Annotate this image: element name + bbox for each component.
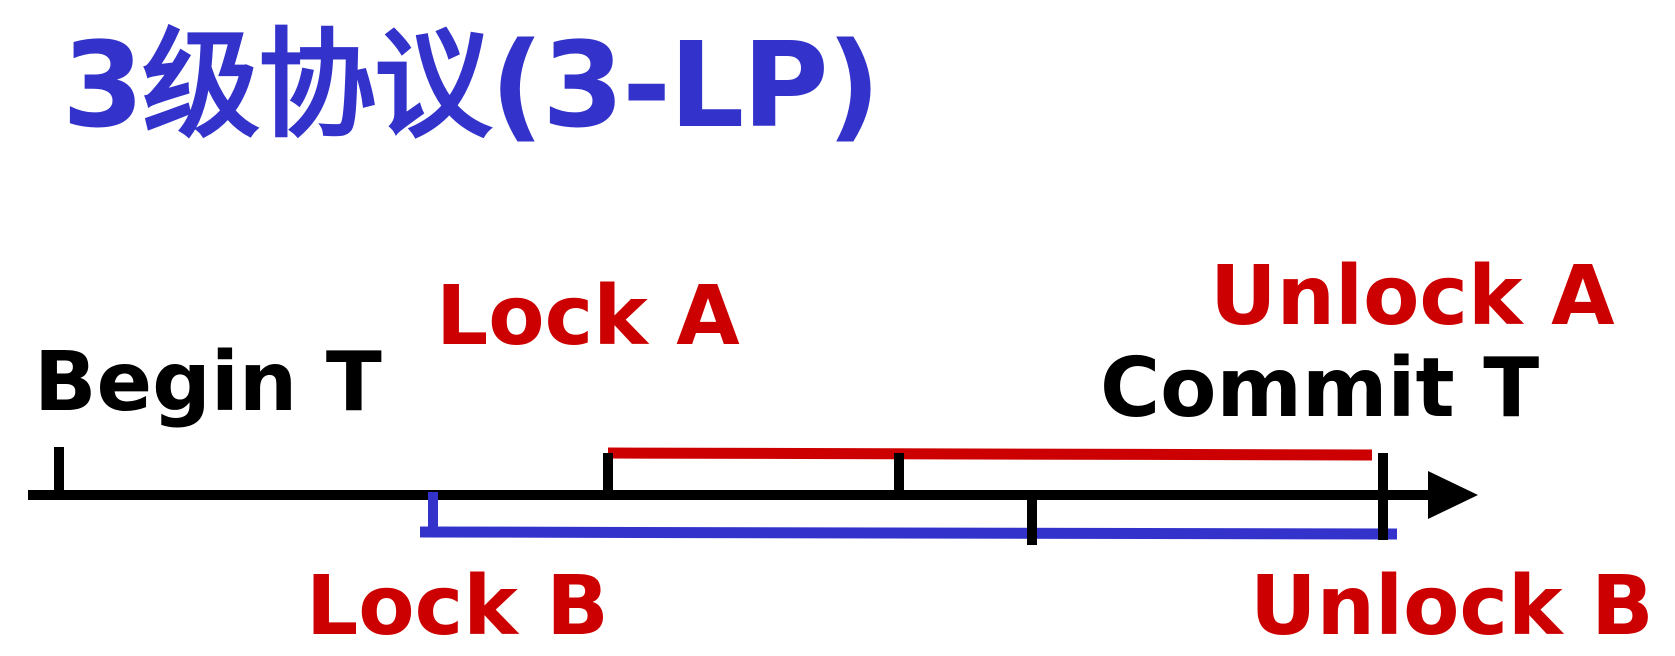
lock-a-label: Lock A [436,269,740,364]
lock-a-span [607,447,1373,461]
begin-t-label: Begin T [34,335,382,430]
timeline-arrowhead [1428,471,1478,519]
unlock-b-label: Unlock B [1250,559,1654,654]
lock-b-label: Lock B [306,559,609,654]
slide-title: 3级协议(3-LP) [62,16,881,154]
commit-t-label: Commit T [1100,341,1540,436]
unlock-a-label: Unlock A [1210,249,1615,344]
lock-b-span [419,526,1398,540]
